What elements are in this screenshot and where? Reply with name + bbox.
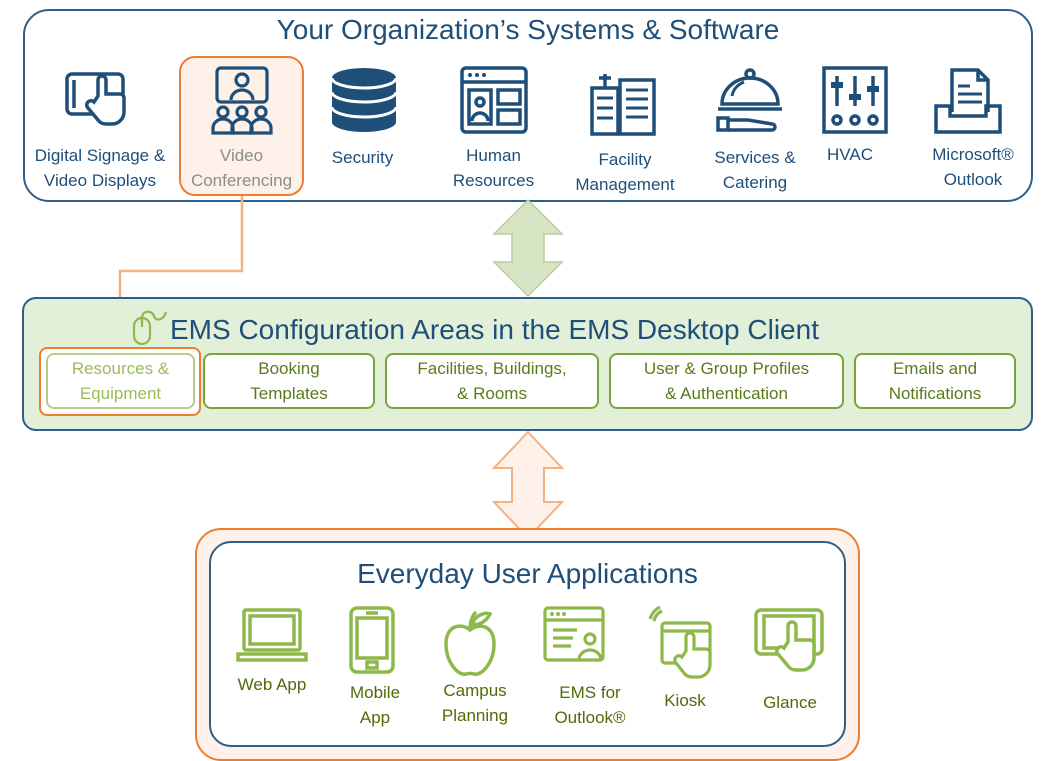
video-conferencing-highlight xyxy=(179,56,304,196)
profile-window-icon xyxy=(543,606,605,662)
database-icon xyxy=(330,68,398,132)
cloche-icon xyxy=(716,68,782,132)
double-arrow-green xyxy=(492,198,564,298)
double-arrow-orange xyxy=(491,430,565,540)
inbox-tray-icon xyxy=(934,68,1002,134)
tablet-touch-icon xyxy=(65,72,126,126)
hr-profile-icon xyxy=(460,66,528,134)
apple-icon xyxy=(444,610,496,676)
system-label-video-conferencing: Video Conferencing xyxy=(190,146,293,190)
area-facilities-buildings-rooms: Facilities, Buildings, & Rooms xyxy=(385,353,599,409)
area-user-group-profiles: User & Group Profiles & Authentication xyxy=(609,353,844,409)
video-conference-icon xyxy=(211,66,273,135)
system-label-security: Security xyxy=(331,148,394,167)
tablet-touch-icon xyxy=(754,608,824,672)
area-booking-templates: Booking Templates xyxy=(203,353,375,409)
mouse-icon xyxy=(132,310,168,346)
system-label-hvac: HVAC xyxy=(827,145,873,164)
buildings-icon xyxy=(590,74,656,136)
system-label-microsoft-outlook: Microsoft® Outlook xyxy=(932,145,1014,189)
systems-title: Your Organization’s Systems & Software xyxy=(276,14,780,45)
app-label-ems-for-outlook: EMS for Outlook® xyxy=(554,683,626,727)
area-resources-equipment: Resources & Equipment xyxy=(46,353,195,409)
system-label-facility-management: Facility Management xyxy=(575,150,675,194)
app-label-glance: Glance xyxy=(763,693,817,712)
system-label-human-resources: Human Resources xyxy=(452,146,535,190)
area-emails-notifications: Emails and Notifications xyxy=(854,353,1016,409)
app-label-kiosk: Kiosk xyxy=(664,691,706,710)
smartphone-icon xyxy=(349,606,395,674)
sliders-icon xyxy=(822,66,888,134)
app-label-web-app: Web App xyxy=(237,675,307,694)
applications-title: Everyday User Applications xyxy=(357,558,698,589)
app-label-campus-planning: Campus Planning xyxy=(441,681,509,725)
system-label-services-catering: Services & Catering xyxy=(714,148,796,192)
configuration-title: EMS Configuration Areas in the EMS Deskt… xyxy=(170,314,819,345)
system-label-digital-signage: Digital Signage & Video Displays xyxy=(34,146,166,190)
kiosk-touch-icon xyxy=(648,605,712,679)
app-label-mobile-app: Mobile App xyxy=(349,683,401,727)
applications-inner-panel xyxy=(209,541,846,747)
laptop-icon xyxy=(236,608,308,662)
